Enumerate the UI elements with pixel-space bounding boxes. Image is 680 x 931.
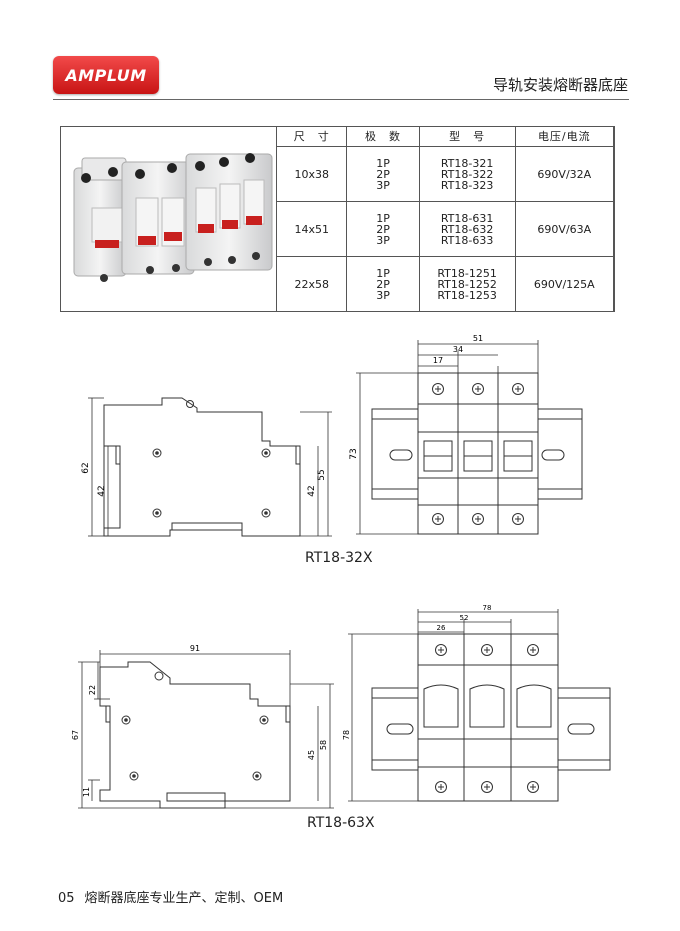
dim-63-total-height: 67 (71, 730, 80, 740)
rt18-32x-front-view (371, 372, 583, 535)
model-label-rt18-63x: RT18-63X (307, 815, 375, 831)
rt18-63x-side-view (99, 661, 291, 809)
rating-cell: 690V/63A (514, 201, 615, 257)
brand-logo: AMPLUM (53, 56, 159, 94)
rt18-32x-side-view (103, 397, 301, 537)
mount-hole-icon (121, 715, 131, 725)
terminal-screw-icon (527, 644, 539, 656)
dim-63-width-one: 26 (437, 624, 446, 632)
dim-32-right-height: 55 (317, 469, 327, 480)
brand-logo-text: AMPLUM (65, 65, 147, 85)
terminal-screw-icon (512, 513, 524, 525)
dim-63-bottom: 11 (82, 787, 91, 797)
dim-63-right-height: 58 (319, 740, 328, 750)
dim-32-width-total: 51 (473, 334, 483, 343)
terminal-screw-icon (472, 513, 484, 525)
terminal-screw-icon (527, 781, 539, 793)
dim-63-width-two: 52 (460, 614, 469, 622)
terminal-screw-icon (432, 513, 444, 525)
terminal-screw-icon (435, 781, 447, 793)
dim-63-width-total: 78 (483, 604, 492, 612)
size-cell: 14x51 (275, 201, 348, 257)
terminal-screw-icon (512, 383, 524, 395)
model-label-rt18-32x: RT18-32X (305, 550, 373, 566)
dim-63-width: 91 (190, 644, 200, 653)
dim-63-top: 22 (88, 685, 97, 695)
mount-hole-icon (252, 771, 262, 781)
page-title: 导轨安装熔断器底座 (492, 76, 628, 94)
terminal-screw-icon (435, 644, 447, 656)
product-photo (73, 153, 273, 282)
rating-cell: 690V/32A (514, 146, 615, 202)
mount-hole-icon (129, 771, 139, 781)
mount-hole-icon (259, 715, 269, 725)
dim-32-height: 73 (349, 448, 359, 459)
dim-32-inner-left: 42 (97, 485, 107, 496)
rt18-63x-front-view (371, 633, 611, 802)
terminal-screw-icon (472, 383, 484, 395)
dim-32-inner-right: 42 (307, 485, 317, 496)
mount-hole-icon (152, 448, 162, 458)
page-footer: 05 熔断器底座专业生产、定制、OEM (58, 887, 283, 906)
dim-32-total-height: 62 (81, 462, 91, 473)
rating-cell: 690V/125A (514, 256, 615, 312)
dim-63-inner-right: 45 (307, 750, 316, 760)
dim-32-width-one: 17 (433, 356, 443, 365)
mount-hole-icon (261, 448, 271, 458)
terminal-screw-icon (432, 383, 444, 395)
mount-hole-icon (261, 508, 271, 518)
terminal-screw-icon (481, 644, 493, 656)
size-cell: 10x38 (275, 146, 348, 202)
footer-text: 熔断器底座专业生产、定制、OEM (84, 891, 284, 906)
dim-32-width-two: 34 (453, 345, 463, 354)
page-number: 05 (58, 891, 75, 906)
mount-hole-icon (152, 508, 162, 518)
terminal-screw-icon (481, 781, 493, 793)
size-cell: 22x58 (275, 256, 348, 312)
header-divider (53, 99, 629, 100)
spec-table-header: 尺 寸 极 数 型 号 电压/电流 (275, 126, 615, 147)
dim-63-height: 78 (342, 730, 351, 740)
